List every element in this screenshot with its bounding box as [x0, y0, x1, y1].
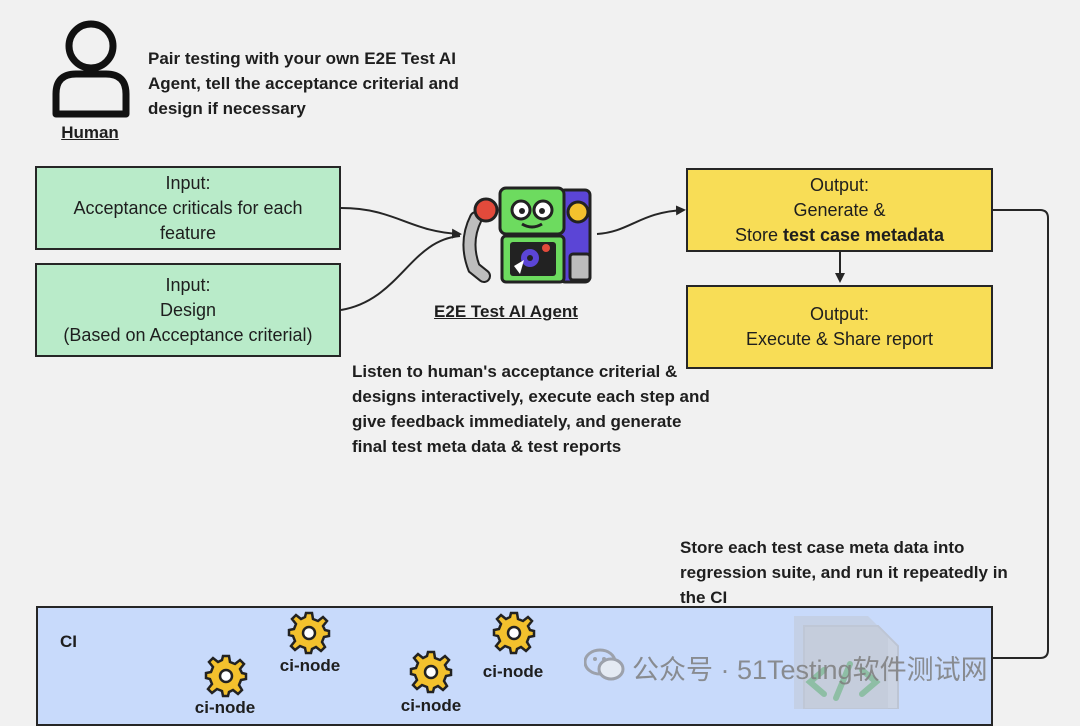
robot-icon: [462, 186, 592, 284]
agent-label: E2E Test AI Agent: [434, 302, 578, 321]
connector-lines: [340, 205, 1049, 663]
agent-note-line: Listen to human's acceptance criterial &: [352, 362, 678, 381]
store-note-line: Store each test case meta data into: [680, 538, 965, 557]
input-acceptance-box: Input: Acceptance criticals for each fea…: [35, 166, 341, 250]
human-note: Pair testing with your own E2E Test AI A…: [148, 46, 498, 121]
human-note-line: design if necessary: [148, 99, 306, 118]
agent-note-line: designs interactively, execute each step…: [352, 387, 710, 406]
input-acceptance-title: Input:: [165, 172, 211, 193]
human-label: Human: [61, 123, 119, 142]
input-design-text: Design: [159, 299, 217, 320]
gear-icon: [492, 611, 536, 655]
output-execute-title: Output:: [809, 304, 870, 324]
watermark-text: 公众号 · 51Testing软件测试网: [632, 655, 988, 685]
output-execute-text: Execute & Share report: [745, 329, 934, 349]
ci-label: CI: [60, 632, 77, 651]
gear-icon: [409, 650, 453, 694]
agent-note: Listen to human's acceptance criterial &…: [352, 359, 752, 459]
ci-node-label: ci-node: [400, 696, 462, 715]
arrow-output1-to-ci: [926, 209, 1049, 663]
human-icon: [52, 20, 130, 118]
input-design-box: Input: Design (Based on Acceptance crite…: [35, 263, 341, 357]
store-note-line: the CI: [680, 588, 728, 607]
input-acceptance-text: Acceptance criticals for each: [73, 197, 303, 218]
agent-note-line: final test meta data & test reports: [352, 437, 622, 456]
arrow-input2-to-agent: [340, 235, 461, 311]
arrow-agent-to-output1: [596, 205, 686, 235]
agent-note-line: give feedback immediately, and generate: [352, 412, 682, 431]
ci-node-label: ci-node: [482, 662, 544, 681]
human-note-line: Pair testing with your own E2E Test AI: [148, 49, 456, 68]
output-generate-prefix: Store: [734, 224, 783, 245]
store-note: Store each test case meta data into regr…: [680, 535, 1060, 610]
output-execute-box: Output: Execute & Share report: [686, 285, 993, 369]
output-generate-bold: test case metadata: [782, 224, 945, 245]
input-acceptance-text2: feature: [159, 222, 217, 243]
code-document-icon: [794, 616, 899, 709]
arrow-input1-to-agent: [340, 207, 462, 239]
input-design-title: Input:: [165, 274, 211, 295]
gear-icon: [287, 611, 331, 655]
output-generate-title: Output:: [809, 174, 870, 195]
output-generate-text2: Store test case metadata: [735, 223, 944, 248]
output-generate-box: Output: Generate & Store test case metad…: [686, 168, 993, 252]
ci-node-label: ci-node: [279, 656, 341, 675]
ci-node-label: ci-node: [194, 698, 256, 717]
gear-icon: [204, 654, 248, 698]
human-note-line: Agent, tell the acceptance criterial and: [148, 74, 459, 93]
wechat-icon: [584, 648, 625, 681]
input-design-text2: (Based on Acceptance criterial): [63, 324, 313, 345]
output-generate-text: Generate &: [793, 199, 886, 220]
store-note-line: regression suite, and run it repeatedly …: [680, 563, 1008, 582]
